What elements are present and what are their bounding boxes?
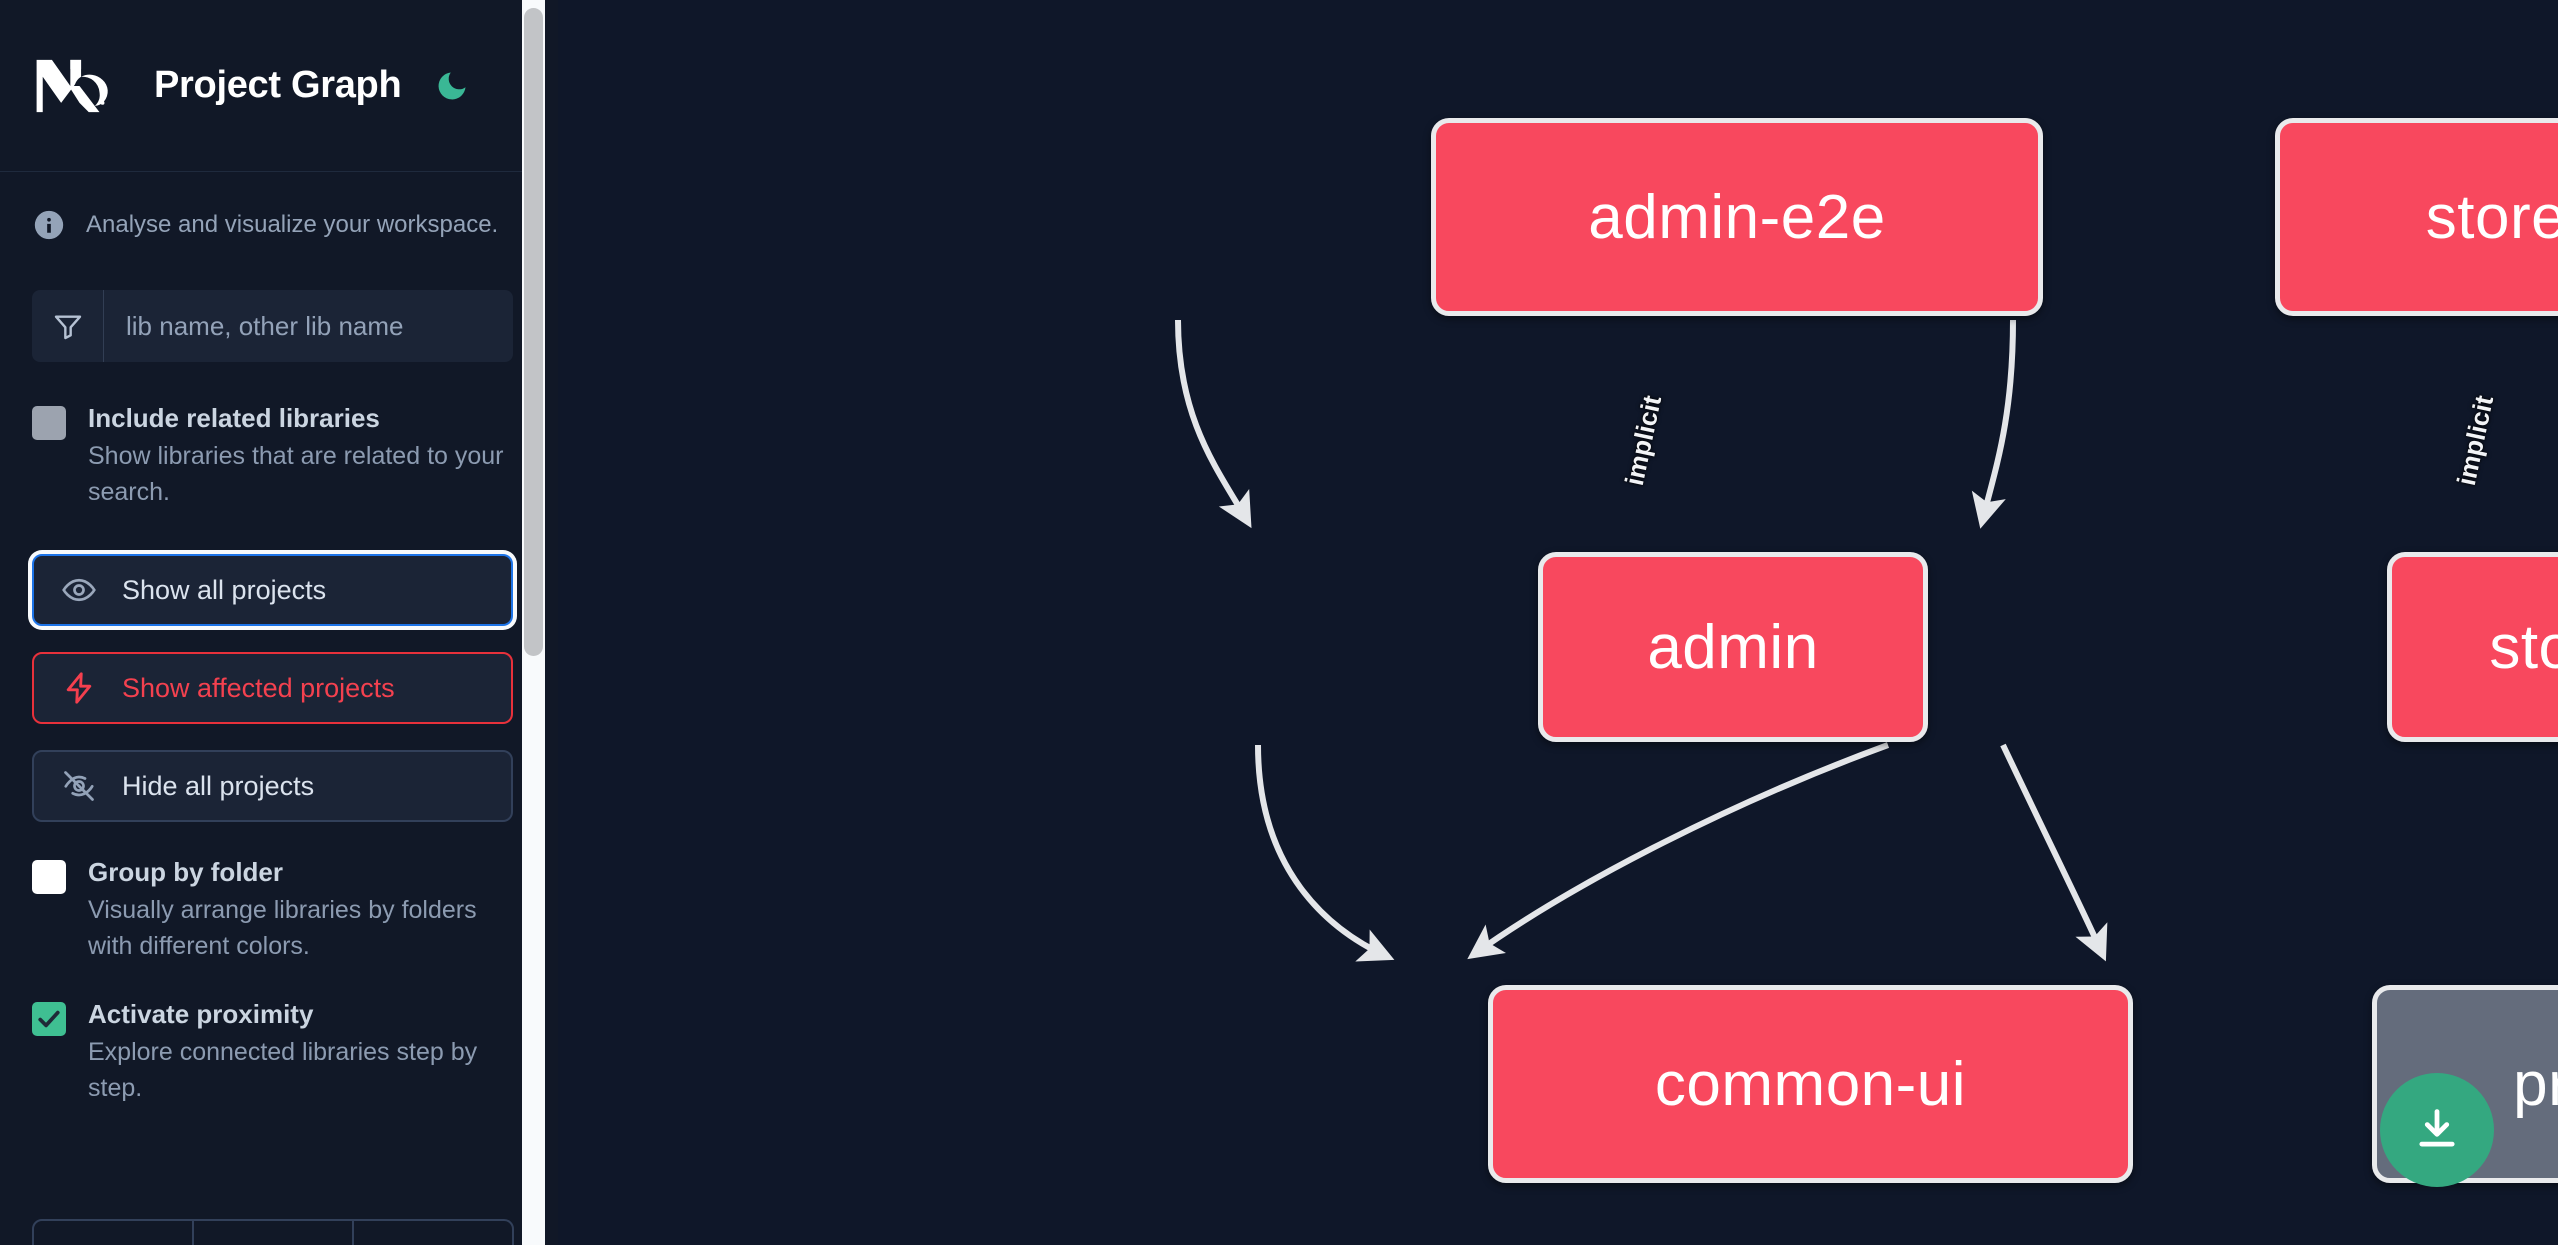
edge-store-products bbox=[2000, 743, 2108, 962]
node-label: store-e2e bbox=[2425, 182, 2558, 252]
sidebar-header: Project Graph bbox=[0, 0, 545, 172]
option-label: Include related libraries bbox=[88, 403, 380, 433]
filter-funnel-icon bbox=[32, 290, 104, 362]
show-all-projects-button[interactable]: Show all projects bbox=[32, 554, 513, 627]
edge-store-common-ui bbox=[1467, 742, 1890, 960]
option-label: Activate proximity bbox=[88, 999, 314, 1030]
lightning-bolt-icon bbox=[60, 669, 98, 707]
download-icon bbox=[2411, 1104, 2463, 1156]
eye-icon bbox=[60, 571, 98, 609]
show-affected-projects-button[interactable]: Show affected projects bbox=[32, 652, 513, 725]
option-description: Show libraries that are related to your … bbox=[88, 441, 504, 506]
segment-3[interactable] bbox=[354, 1221, 512, 1245]
graph-node-common-ui[interactable]: common-ui bbox=[1488, 985, 2133, 1183]
checkbox-group-by-folder[interactable] bbox=[32, 860, 66, 895]
moon-icon[interactable] bbox=[429, 63, 475, 109]
option-description: Explore connected libraries step by step… bbox=[88, 1038, 478, 1103]
graph-node-store-e2e[interactable]: store-e2e bbox=[2275, 118, 2558, 316]
option-label: Group by folder bbox=[88, 857, 283, 888]
workspace-info-row: Analyse and visualize your workspace. bbox=[0, 172, 545, 242]
checkbox-include-related-libraries[interactable] bbox=[32, 406, 66, 440]
workspace-info-text: Analyse and visualize your workspace. bbox=[86, 211, 499, 238]
option-description: Visually arrange libraries by folders wi… bbox=[88, 895, 477, 961]
node-label: products bbox=[2513, 1049, 2558, 1119]
node-label: admin bbox=[1647, 612, 1819, 682]
search-field[interactable] bbox=[32, 290, 513, 362]
search-input[interactable] bbox=[104, 290, 513, 362]
graph-node-admin-e2e[interactable]: admin-e2e bbox=[1431, 118, 2043, 316]
nx-logo-icon bbox=[32, 55, 124, 117]
sidebar-scrollbar-track[interactable] bbox=[522, 0, 545, 1245]
download-graph-button[interactable] bbox=[2380, 1073, 2494, 1187]
option-activate-proximity[interactable]: Activate proximity Explore connected lib… bbox=[0, 996, 545, 1106]
graph-canvas[interactable]: admin-e2e store-e2e admin store common-u… bbox=[558, 0, 2558, 1245]
edge-admin-common-ui bbox=[1255, 744, 1395, 962]
option-group-by-folder[interactable]: Group by folder Visually arrange librari… bbox=[0, 854, 545, 964]
eye-slash-icon bbox=[60, 767, 98, 805]
option-include-related-libraries[interactable]: Include related libraries Show libraries… bbox=[0, 400, 545, 510]
hide-all-projects-button[interactable]: Hide all projects bbox=[32, 750, 513, 823]
sidebar-content: Project Graph Analyse and visualize your… bbox=[0, 0, 545, 1245]
segment-1[interactable] bbox=[34, 1221, 194, 1245]
node-label: admin-e2e bbox=[1588, 182, 1886, 252]
node-label: store bbox=[2489, 612, 2558, 682]
show-all-projects-label: Show all projects bbox=[122, 574, 327, 605]
checkbox-activate-proximity[interactable] bbox=[32, 1002, 66, 1037]
segment-2[interactable] bbox=[194, 1221, 354, 1245]
bottom-segmented-control[interactable] bbox=[32, 1219, 514, 1245]
node-label: common-ui bbox=[1654, 1049, 1967, 1119]
graph-edges bbox=[1175, 319, 2108, 962]
page-title: Project Graph bbox=[154, 64, 402, 106]
edge-admin-e2e-admin bbox=[1175, 319, 1252, 529]
edge-store-e2e-store bbox=[1971, 319, 2016, 529]
sidebar: Project Graph Analyse and visualize your… bbox=[0, 0, 558, 1245]
info-circle-icon bbox=[32, 208, 66, 242]
graph-node-admin[interactable]: admin bbox=[1538, 552, 1928, 742]
sidebar-scrollbar-thumb[interactable] bbox=[524, 8, 543, 656]
hide-all-projects-label: Hide all projects bbox=[122, 770, 315, 801]
project-visibility-buttons: Show all projects Show affected projects bbox=[32, 554, 513, 823]
graph-node-store[interactable]: store bbox=[2387, 552, 2558, 742]
show-affected-projects-label: Show affected projects bbox=[122, 672, 395, 703]
